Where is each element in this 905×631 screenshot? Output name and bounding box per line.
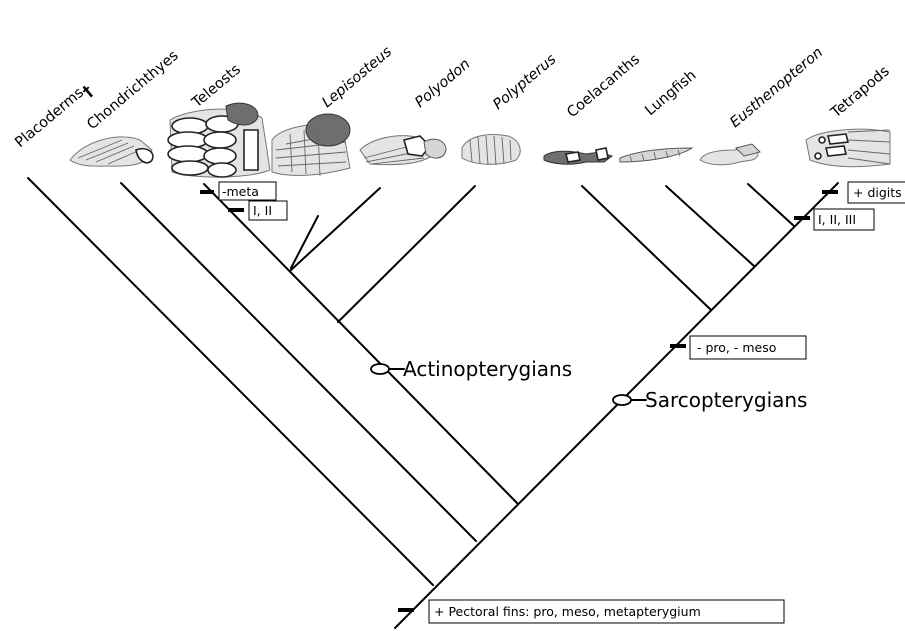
taxon-label-lungfish: Lungfish — [642, 67, 699, 119]
character-label-tetrapod-digits: + digits — [853, 185, 902, 200]
chondrichthyes-fin-image — [70, 137, 153, 166]
character-sarco-pro-meso: - pro, - meso — [670, 336, 806, 359]
character-tetrapod-radials: I, II, III — [794, 209, 874, 230]
branch-coelacanths — [582, 186, 710, 309]
clade-label-actinopterygians: Actinopterygians — [403, 357, 572, 381]
ellipse-node-icon — [371, 364, 389, 374]
taxon-label-polyodon: Polyodon — [412, 56, 473, 111]
branch-polypterus — [338, 186, 475, 322]
clade-label-sarcopterygians: Sarcopterygians — [645, 388, 807, 412]
character-label-sarco-pro-meso: - pro, - meso — [697, 340, 776, 355]
lungfish-fin-image — [620, 148, 692, 162]
taxon-label-eusthenopteron: Eusthenopteron — [727, 44, 826, 131]
taxon-label-polypterus: Polypterus — [490, 51, 559, 113]
taxon-label-tetrapods: Tetrapods — [828, 63, 893, 121]
branch-polyodon — [291, 188, 380, 270]
branch-teleosts — [204, 184, 517, 503]
clade-actinopterygians: Actinopterygians — [371, 357, 572, 381]
polypterus-fin-image — [462, 135, 520, 166]
ellipse-node-icon — [613, 395, 631, 405]
tetrapods-limb-image — [806, 129, 890, 166]
clade-sarcopterygians: Sarcopterygians — [613, 388, 807, 412]
character-root-pectoral: + Pectoral fins: pro, meso, metapterygiu… — [398, 600, 784, 623]
lepisosteus-fin-image — [272, 114, 350, 176]
branch-placoderms — [28, 178, 433, 585]
taxon-labels: Placoderms † Chondrichthyes Teleosts Lep… — [12, 44, 892, 152]
character-label-teleost-meta: -meta — [222, 184, 259, 199]
eusthenopteron-fin-image — [700, 144, 760, 165]
branch-lungfish — [666, 186, 754, 266]
character-label-root-pectoral: + Pectoral fins: pro, meso, metapterygiu… — [434, 604, 701, 619]
character-label-teleost-radials: I, II — [253, 203, 272, 218]
teleosts-fin-image — [168, 103, 270, 177]
taxon-label-lepisosteus: Lepisosteus — [319, 44, 395, 112]
branch-lepisosteus — [291, 216, 318, 268]
taxon-label-chondrichthyes: Chondrichthyes — [84, 48, 181, 133]
character-teleost-meta: -meta — [200, 182, 276, 200]
character-label-tetrapod-radials: I, II, III — [818, 212, 856, 227]
fin-illustrations — [70, 103, 890, 177]
branch-eusthenopteron — [748, 184, 794, 226]
coelacanths-fin-image — [544, 148, 612, 164]
taxon-label-placoderms: Placoderms — [12, 85, 87, 151]
polyodon-fin-image — [360, 136, 446, 165]
taxon-label-coelacanths: Coelacanths — [564, 51, 643, 121]
